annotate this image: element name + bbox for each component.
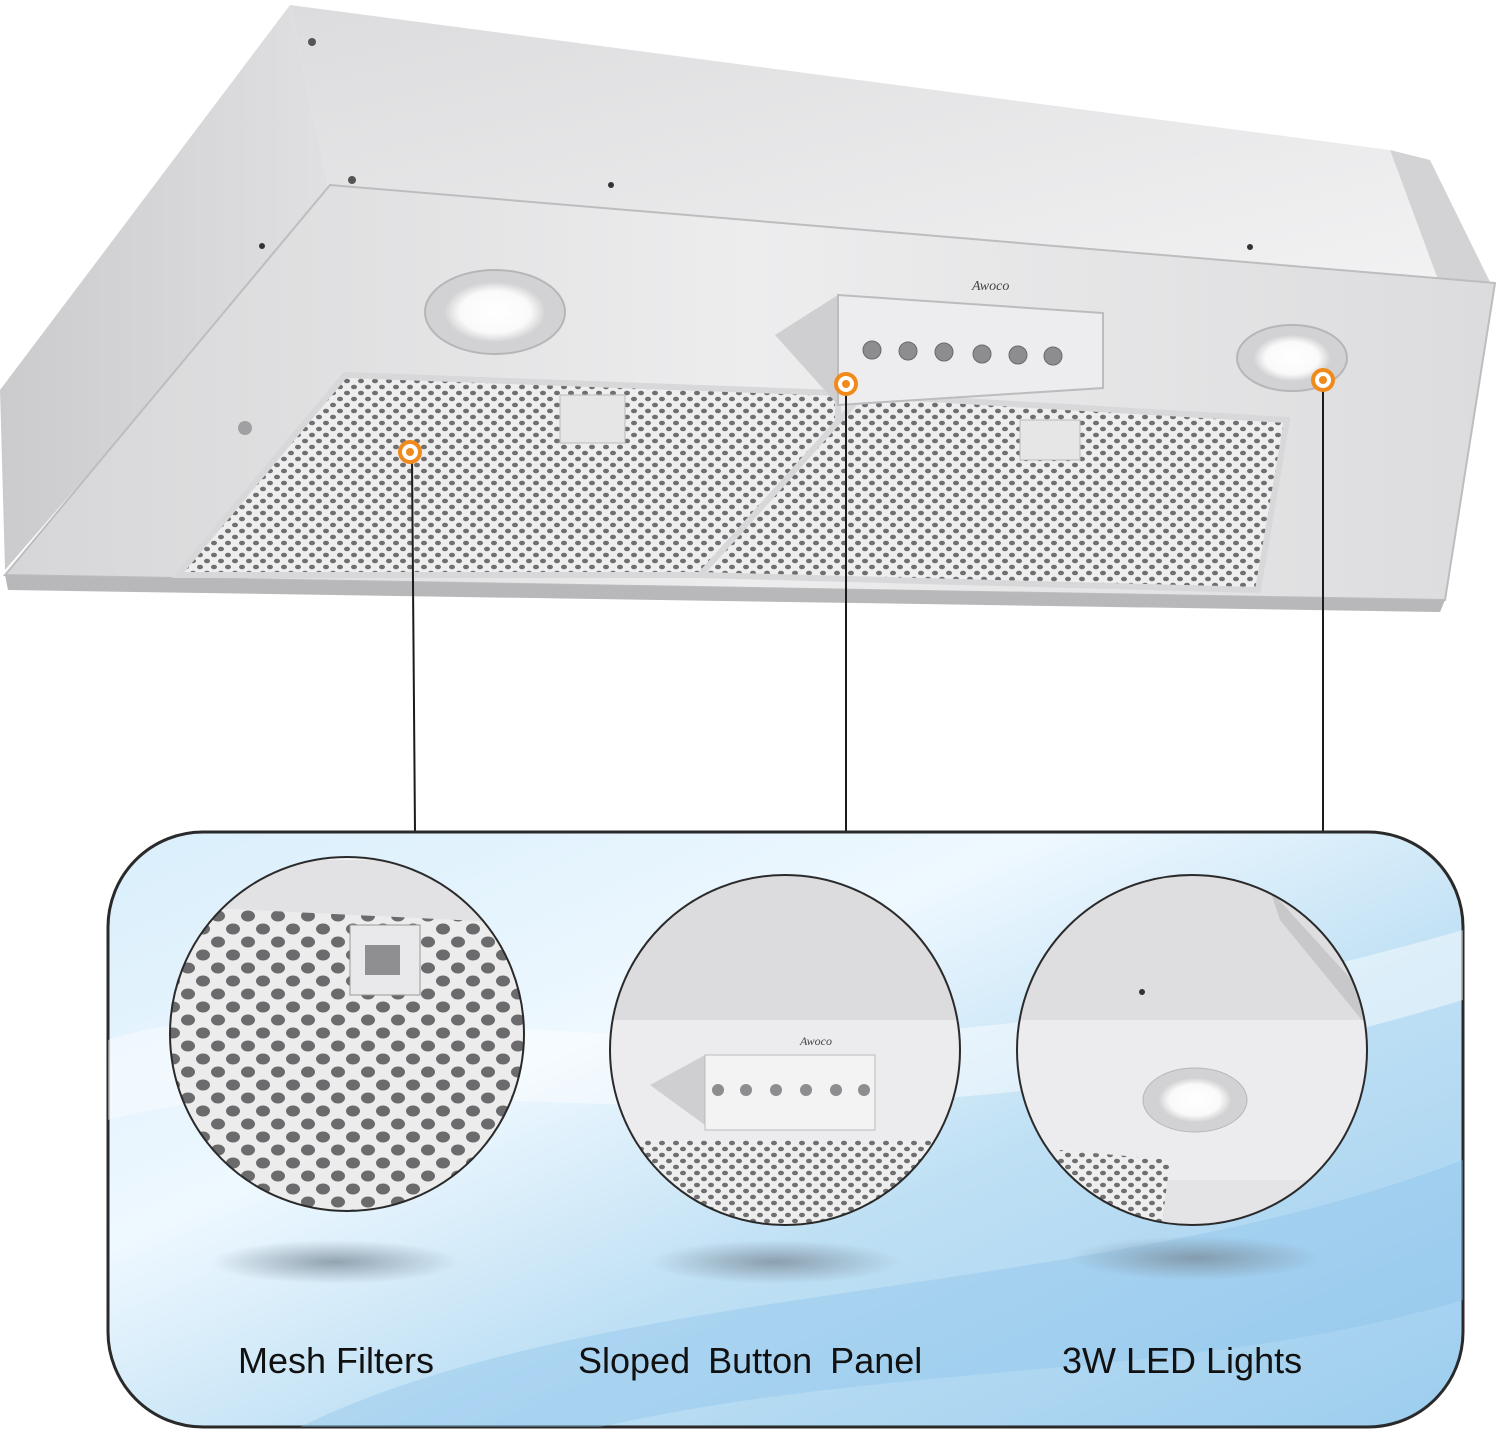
button-panel: Awoco xyxy=(775,279,1104,407)
led-light-icon xyxy=(424,269,566,355)
callout-lines xyxy=(411,380,1324,833)
marker-dot-icon xyxy=(1311,368,1335,392)
feature-panel: Awoco xyxy=(106,830,1465,1429)
marker-dot-icon xyxy=(398,440,422,464)
marker-dot-icon xyxy=(834,372,858,396)
brand-logo: Awoco xyxy=(971,279,1009,294)
mesh-filter xyxy=(171,371,1291,594)
feature-label-mesh-filters: Mesh Filters xyxy=(238,1340,435,1381)
feature-label-led-lights: 3W LED Lights xyxy=(1062,1340,1303,1381)
range-hood: Awoco xyxy=(0,5,1497,612)
control-button-icon xyxy=(862,340,1063,366)
svg-text:Awoco: Awoco xyxy=(799,1034,832,1048)
feature-label-sloped-button-panel: Sloped Button Panel xyxy=(578,1340,923,1381)
